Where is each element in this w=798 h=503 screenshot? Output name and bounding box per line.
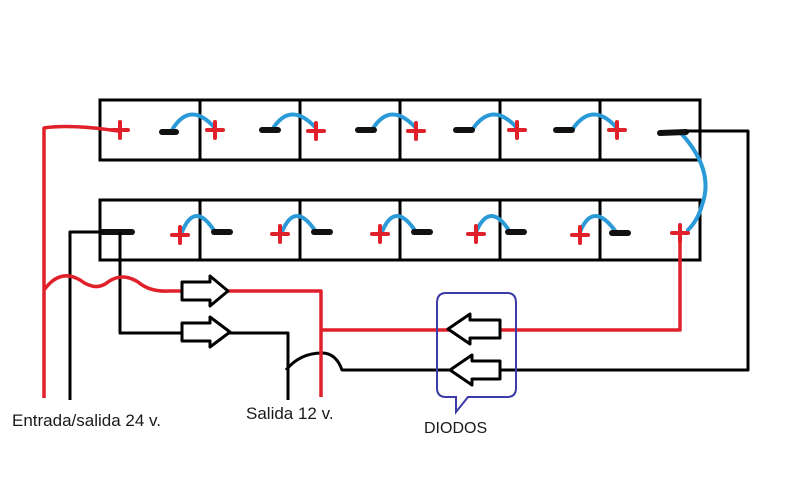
output-12v-label: Salida 12 v. — [246, 404, 334, 423]
arrow-left-icon — [446, 312, 502, 387]
diode-callout — [436, 292, 517, 415]
bottom-battery-bank — [98, 198, 702, 262]
diodes-label: DIODOS — [424, 420, 488, 437]
positive-wires — [42, 124, 682, 398]
negative-wires — [68, 129, 750, 400]
bottom-jumpers — [180, 214, 618, 234]
top-jumpers — [170, 112, 708, 232]
input-output-label: Entrada/salida 24 v. — [12, 411, 161, 430]
minus-terminal-icon — [99, 127, 689, 236]
plus-terminal-icon — [110, 120, 690, 245]
arrow-right-icon — [180, 274, 232, 349]
